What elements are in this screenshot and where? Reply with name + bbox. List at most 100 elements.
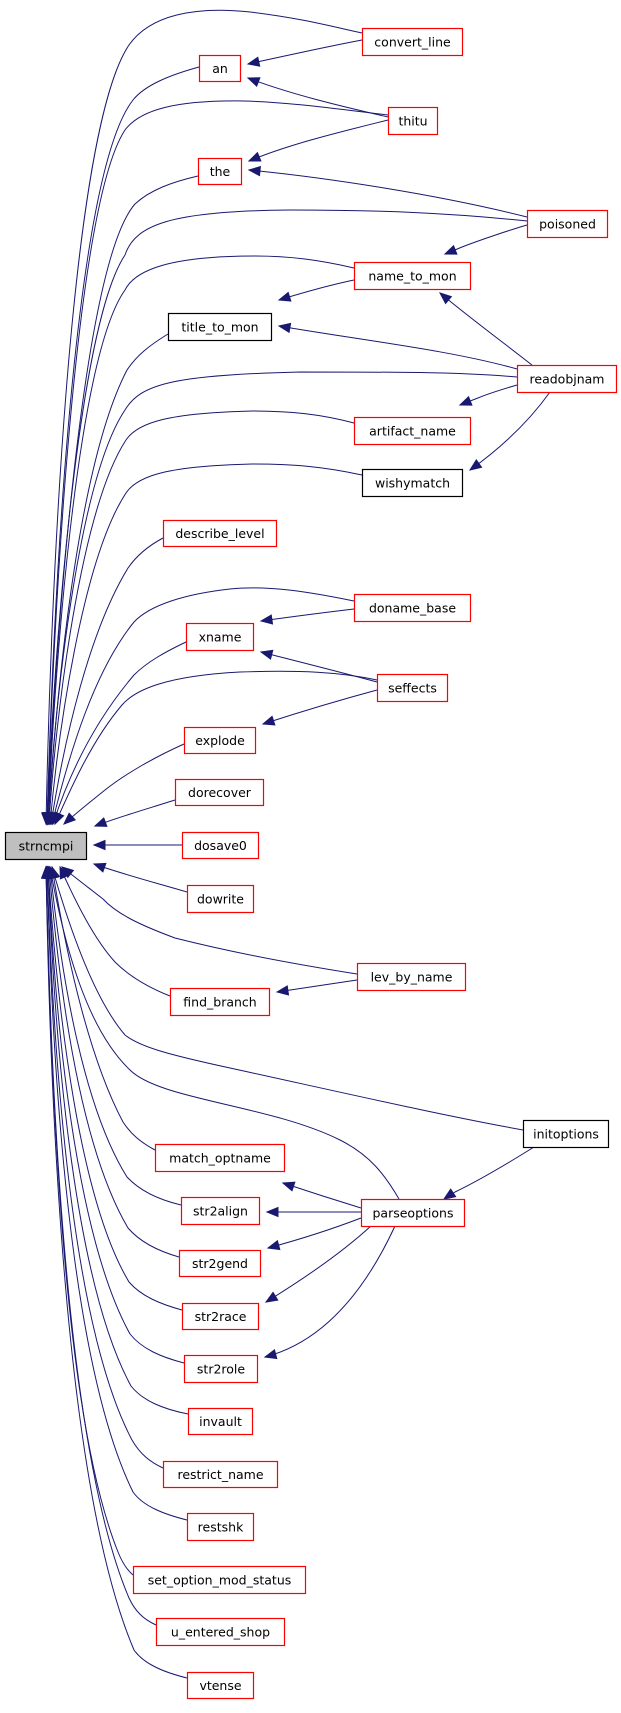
edge-poisoned-to-the: [247, 165, 528, 218]
node-label: find_branch: [183, 995, 256, 1010]
node-thitu[interactable]: thitu: [387, 106, 439, 136]
edge-line: [47, 866, 183, 1311]
node-label: parseoptions: [373, 1206, 454, 1221]
arrowhead-icon: [277, 291, 292, 302]
node-str2align[interactable]: str2align: [180, 1196, 261, 1226]
node-label: strncmpi: [19, 839, 74, 854]
edge-line: [260, 651, 378, 683]
arrowhead-icon: [438, 292, 453, 305]
edge-readobjnam-to-name_to_mon: [438, 292, 533, 366]
edge-line: [46, 209, 528, 825]
node-set-option-mod-status[interactable]: set_option_mod_status: [132, 1565, 307, 1595]
arrowhead-icon: [60, 866, 75, 879]
node-box: [169, 987, 271, 1017]
edge-line: [260, 608, 355, 622]
edge-line: [267, 1217, 362, 1249]
node-explode[interactable]: explode: [183, 726, 257, 755]
node-layer: strncmpianthetitle_to_mondescribe_levelx…: [4, 27, 618, 1700]
arrowhead-icon: [92, 839, 106, 851]
node-initoptions: initoptions: [522, 1119, 610, 1149]
edge-poisoned-to-name_to_mon: [443, 224, 528, 255]
node-label: the: [210, 164, 231, 179]
node-match-optname[interactable]: match_optname: [154, 1143, 286, 1173]
edge-line: [45, 866, 157, 1626]
edge-line: [443, 1146, 535, 1200]
edge-invault-to-strncmpi: [43, 865, 189, 1415]
node-u-entered-shop[interactable]: u_entered_shop: [155, 1617, 286, 1647]
edge-line: [49, 866, 182, 1206]
node-restrict-name[interactable]: restrict_name: [162, 1460, 279, 1489]
node-readobjnam[interactable]: readobjnam: [516, 364, 618, 394]
node-label: xname: [199, 630, 242, 645]
node-an[interactable]: an: [198, 54, 242, 83]
node-box: [174, 778, 265, 807]
edge-doname_base-to-xname: [259, 608, 355, 625]
edge-line: [47, 866, 189, 1415]
edge-line: [61, 866, 358, 975]
node-label: describe_level: [175, 526, 264, 541]
edge-thitu-to-an: [246, 77, 389, 118]
node-str2gend[interactable]: str2gend: [178, 1249, 262, 1278]
edge-line: [51, 866, 524, 1131]
node-label: readobjnam: [530, 372, 605, 387]
node-str2race[interactable]: str2race: [181, 1302, 260, 1331]
node-dosave0[interactable]: dosave0: [181, 831, 260, 860]
node-box: [526, 209, 609, 239]
node-seffects[interactable]: seffects: [376, 673, 449, 703]
node-label: dorecover: [188, 785, 252, 800]
edge-line: [94, 799, 176, 827]
arrowhead-icon: [246, 77, 261, 87]
arrowhead-icon: [264, 1291, 279, 1303]
node-dorecover[interactable]: dorecover: [174, 778, 265, 807]
node-describe-level[interactable]: describe_level: [162, 519, 278, 548]
edge-line: [46, 100, 389, 825]
arrowhead-icon: [259, 649, 274, 660]
edge-line: [444, 224, 528, 255]
edge-parseoptions-to-strncmpi: [46, 865, 400, 1200]
edge-seffects-to-explode: [261, 689, 378, 726]
node-str2role[interactable]: str2role: [183, 1354, 259, 1384]
edge-line: [278, 279, 355, 301]
node-poisoned[interactable]: poisoned: [526, 209, 609, 239]
node-xname[interactable]: xname: [185, 622, 255, 652]
node-box: [361, 27, 464, 57]
node-name-to-mon[interactable]: name_to_mon: [353, 261, 472, 291]
node-box: [167, 312, 273, 342]
node-label: str2align: [193, 1204, 248, 1219]
node-doname-base[interactable]: doname_base: [353, 593, 472, 623]
arrowhead-icon: [265, 1206, 279, 1218]
node-dowrite[interactable]: dowrite: [186, 884, 255, 914]
edge-line: [46, 866, 164, 1469]
node-convert-line[interactable]: convert_line: [361, 27, 464, 57]
node-box: [187, 1407, 254, 1436]
edge-line: [47, 255, 355, 825]
edge-an-to-strncmpi: [42, 66, 200, 826]
node-artifact-name[interactable]: artifact_name: [353, 416, 472, 446]
node-label: wishymatch: [375, 476, 450, 491]
node-the[interactable]: the: [197, 157, 243, 186]
edge-line: [50, 537, 164, 825]
edge-line: [248, 119, 389, 162]
edge-readobjnam-to-title_to_mon: [277, 322, 518, 370]
edge-line: [49, 463, 363, 825]
edge-line: [52, 641, 187, 825]
arrowhead-icon: [259, 614, 274, 625]
node-find-branch[interactable]: find_branch: [169, 987, 271, 1017]
node-lev-by-name[interactable]: lev_by_name: [356, 962, 467, 992]
edge-line: [276, 979, 358, 993]
node-invault[interactable]: invault: [187, 1407, 254, 1436]
arrowhead-icon: [93, 817, 108, 827]
node-label: name_to_mon: [368, 269, 456, 284]
node-box: [198, 54, 242, 83]
edge-the-to-strncmpi: [42, 175, 199, 826]
node-vtense[interactable]: vtense: [186, 1671, 255, 1700]
node-box: [353, 261, 472, 291]
node-parseoptions[interactable]: parseoptions: [360, 1198, 466, 1228]
edge-line: [51, 866, 156, 1151]
node-restshk[interactable]: restshk: [186, 1512, 255, 1542]
node-box: [356, 962, 467, 992]
node-box: [522, 1119, 610, 1149]
edge-name_to_mon-to-title_to_mon: [277, 279, 355, 302]
node-box: [387, 106, 439, 136]
edge-convert_line-to-an: [246, 39, 363, 67]
